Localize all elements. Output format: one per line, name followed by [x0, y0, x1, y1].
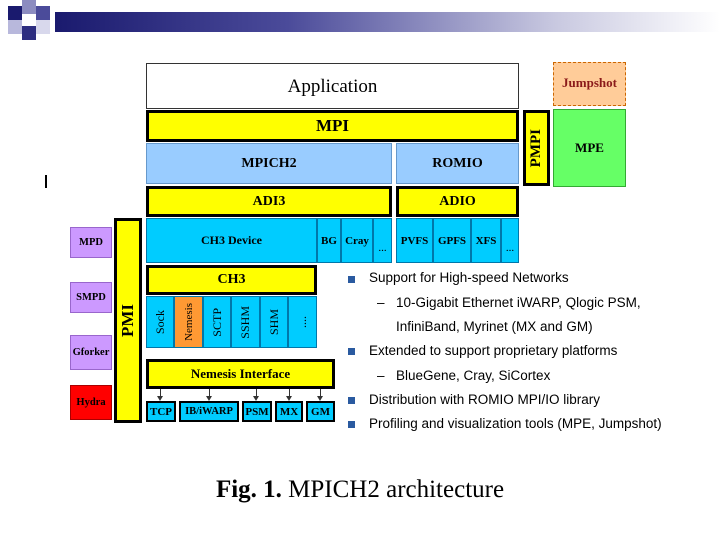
jumpshot-box: Jumpshot [553, 62, 626, 106]
channel-sshm-box: SSHM [231, 296, 260, 348]
net-arrow [286, 389, 292, 401]
pvfs-box: PVFS [396, 218, 433, 263]
deco-square [22, 26, 36, 40]
ch3-device-box: CH3 Device [146, 218, 317, 263]
channel-nemesis-box: Nemesis [174, 296, 203, 348]
mpi-box: MPI [146, 110, 519, 142]
adio-box: ADIO [396, 186, 519, 217]
bg-box: BG [317, 218, 341, 263]
ch3-box: CH3 [146, 265, 317, 295]
deco-square [36, 20, 50, 34]
io-ellipsis-box: ... [501, 218, 519, 263]
net-arrow [317, 389, 323, 401]
mpe-box: MPE [553, 109, 626, 187]
slide-mark [45, 175, 47, 188]
sub-bullet-dash: – [377, 368, 385, 383]
romio-box: ROMIO [396, 143, 519, 184]
net-psm-box: PSM [242, 401, 272, 422]
pmpi-box: PMPI [523, 110, 550, 186]
net-arrow [157, 389, 163, 401]
channel-label: SSHM [238, 305, 252, 339]
sub-bullet-item: BlueGene, Cray, SiCortex [396, 368, 551, 383]
channel-label: SHM [266, 308, 281, 335]
bullet-square-icon [348, 348, 355, 355]
deco-square [36, 6, 50, 20]
channel-sctp-box: SCTP [203, 296, 231, 348]
caption-text: MPICH2 architecture [288, 476, 505, 503]
bullet-item: Extended to support proprietary platform… [369, 343, 618, 358]
pmpi-label: PMPI [528, 128, 544, 168]
channel-label: SCTP [209, 307, 224, 337]
pm-mpd-box: MPD [70, 227, 112, 258]
sub-bullet-item: InfiniBand, Myrinet (MX and GM) [396, 319, 593, 334]
channel-label: .... [295, 316, 309, 328]
sub-bullet-item: 10-Gigabit Ethernet iWARP, Qlogic PSM, [396, 295, 641, 310]
cray-box: Cray [341, 218, 373, 263]
header-gradient-bar [55, 12, 720, 32]
pm-gforker-box: Gforker [70, 335, 112, 370]
device-ellipsis-box: ... [373, 218, 392, 263]
adi3-box: ADI3 [146, 186, 392, 217]
bullet-item: Profiling and visualization tools (MPE, … [369, 416, 662, 431]
net-arrow [253, 389, 259, 401]
bullet-square-icon [348, 276, 355, 283]
channel-sock-box: Sock [146, 296, 174, 348]
pm-smpd-box: SMPD [70, 282, 112, 313]
net-arrow [206, 389, 212, 401]
bullet-item: Distribution with ROMIO MPI/IO library [369, 392, 601, 407]
channel-shm-box: SHM [260, 296, 288, 348]
pmi-label: PMI [118, 303, 137, 338]
net-mx-box: MX [275, 401, 303, 422]
bullet-square-icon [348, 397, 355, 404]
gpfs-box: GPFS [433, 218, 471, 263]
net-gm-box: GM [306, 401, 335, 422]
bullet-item: Support for High-speed Networks [369, 270, 569, 285]
deco-square [8, 6, 22, 20]
mpich2-box: MPICH2 [146, 143, 392, 184]
net-ib-iwarp-box: IB/iWARP [179, 401, 239, 422]
pmi-box: PMI [114, 218, 142, 423]
xfs-box: XFS [471, 218, 501, 263]
sub-bullet-dash: – [377, 295, 385, 310]
channel-label: Nemesis [182, 303, 195, 341]
deco-square [22, 0, 36, 14]
caption-prefix: Fig. 1. [215, 476, 282, 503]
channel-label: Sock [152, 310, 167, 334]
pm-hydra-box: Hydra [70, 385, 112, 420]
bullet-square-icon [348, 421, 355, 428]
channel-more-box: .... [288, 296, 317, 348]
nemesis-interface-box: Nemesis Interface [146, 359, 335, 389]
application-box: Application [146, 63, 519, 109]
deco-square [8, 20, 22, 34]
figure-caption: Fig. 1. MPICH2 architecture [0, 476, 720, 504]
net-tcp-box: TCP [146, 401, 176, 422]
